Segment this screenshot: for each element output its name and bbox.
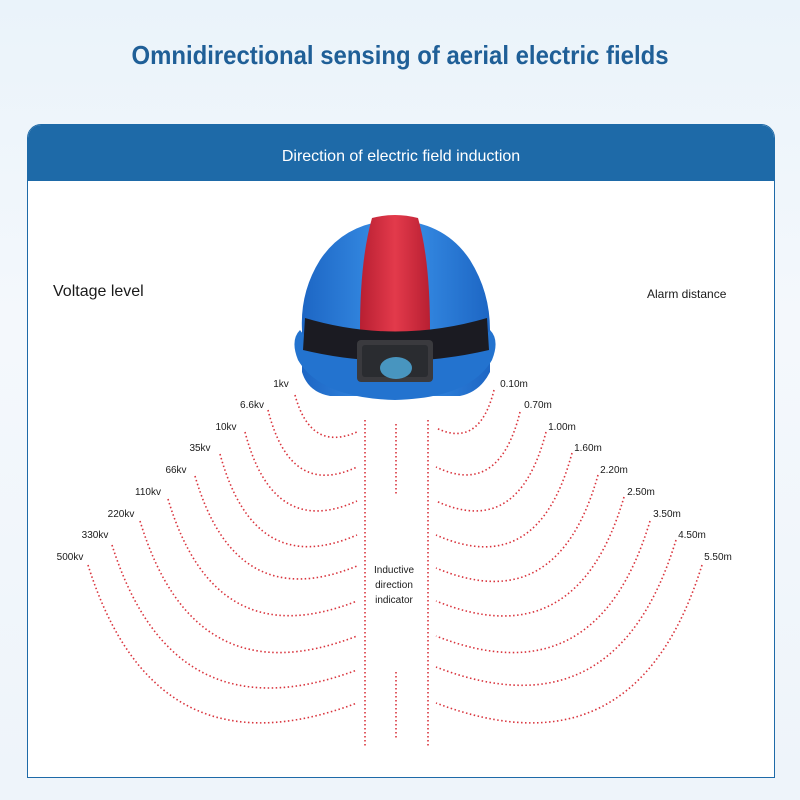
- voltage-arc: [139, 520, 358, 654]
- voltage-label: 330kv: [82, 530, 109, 541]
- field-arcs: [87, 389, 703, 724]
- safety-helmet-icon: [294, 215, 496, 400]
- distance-arc: [435, 539, 677, 687]
- indicator-text-2: direction: [375, 580, 413, 591]
- voltage-arc: [167, 498, 358, 617]
- panel-header: Direction of electric field induction: [28, 125, 774, 181]
- distance-label: 4.50m: [678, 530, 706, 541]
- distance-arc: [435, 520, 651, 654]
- alarm-distance-label: Alarm distance: [647, 287, 727, 301]
- distance-label: 5.50m: [704, 552, 732, 563]
- distance-label: 0.10m: [500, 379, 528, 390]
- distance-label: 0.70m: [524, 400, 552, 411]
- distance-arc: [435, 496, 625, 617]
- voltage-label: 500kv: [57, 552, 84, 563]
- voltage-arc: [219, 453, 358, 548]
- voltage-arc: [244, 431, 358, 512]
- voltage-label: 1kv: [273, 379, 289, 390]
- voltage-label: 66kv: [165, 465, 186, 476]
- indicator-text-1: Inductive: [374, 565, 414, 576]
- page-title: Omnidirectional sensing of aerial electr…: [131, 40, 669, 70]
- voltage-level-label: Voltage level: [53, 283, 144, 300]
- distance-label: 2.20m: [600, 465, 628, 476]
- distance-label: 2.50m: [627, 487, 655, 498]
- voltage-label: 6.6kv: [240, 400, 264, 411]
- distance-label: 3.50m: [653, 509, 681, 520]
- voltage-arc: [294, 394, 358, 439]
- voltage-arc: [87, 564, 358, 724]
- distance-arc: [435, 474, 599, 583]
- distance-arc: [435, 411, 521, 476]
- voltage-arc: [111, 544, 358, 689]
- distance-arc: [435, 431, 547, 512]
- voltage-label: 110kv: [135, 487, 161, 498]
- voltage-label: 35kv: [189, 443, 210, 454]
- distance-arc: [435, 564, 703, 724]
- distance-label: 1.00m: [548, 422, 576, 433]
- voltage-label: 220kv: [108, 509, 135, 520]
- voltage-arc: [267, 409, 358, 476]
- distance-label: 1.60m: [574, 443, 602, 454]
- distance-arc: [435, 389, 495, 435]
- voltage-arc: [194, 475, 358, 580]
- indicator-text-3: indicator: [375, 595, 413, 606]
- voltage-label: 10kv: [215, 422, 236, 433]
- arc-labels: 1kv 0.10m 6.6kv 0.70m 10kv 1.00m 35kv 1.60m 66kv…: [57, 379, 732, 563]
- distance-arc: [435, 452, 573, 548]
